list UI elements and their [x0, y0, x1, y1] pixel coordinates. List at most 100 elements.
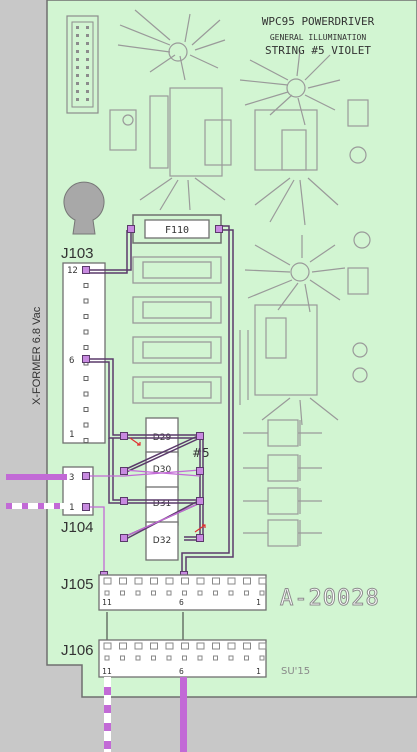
header-pin: [86, 74, 89, 77]
connector-pin: [120, 590, 125, 596]
solder-pad: [82, 472, 90, 480]
connector-pin: [197, 590, 203, 596]
j103-label: J103: [61, 245, 94, 262]
solder-pad: [215, 225, 223, 233]
fuse-label: F110: [165, 225, 189, 236]
j106-pins: [103, 642, 267, 661]
heatsink-top: [109, 9, 232, 211]
connector-tooth: [181, 577, 189, 585]
connector-tooth: [258, 642, 267, 650]
header-pin: [76, 42, 79, 45]
transformer-label: X-FORMER 6.8 Vac: [31, 306, 43, 405]
solder-pad: [120, 497, 128, 505]
header-pin: [86, 50, 89, 53]
j105-pins: [103, 577, 267, 596]
j106-label: J106: [61, 642, 94, 659]
header-pin: [86, 82, 89, 85]
connector-pin: [166, 590, 172, 596]
header-pin: [86, 34, 89, 37]
header-pin: [86, 66, 89, 69]
solder-pad: [120, 467, 128, 475]
j103-pin: [83, 422, 89, 428]
connector-tooth: [119, 642, 127, 650]
regulators-right: [243, 419, 322, 547]
connector-pin: [151, 590, 156, 596]
title-line-1: WPC95 POWERDRIVER: [262, 15, 375, 28]
j103-pin: [83, 376, 89, 381]
board-outline: [46, 0, 417, 698]
j104-wire-white-violet: [6, 503, 67, 509]
solder-pad: [120, 432, 128, 440]
header-connector: [66, 15, 99, 114]
solder-pad: [196, 467, 204, 475]
connector-pin: [151, 655, 156, 661]
header-pin: [76, 74, 79, 77]
connector-pin: [259, 590, 265, 596]
connector-pin: [259, 655, 265, 661]
connector-tooth: [196, 642, 205, 650]
connector-tooth: [134, 642, 143, 650]
connector-tooth: [165, 577, 174, 585]
diode-d31: D31: [153, 499, 171, 509]
connector-pin: [213, 590, 218, 596]
connector-pin: [135, 590, 141, 596]
diode-d30: D30: [153, 465, 172, 475]
connector-pin: [197, 655, 203, 661]
heatsink-right-mid: [239, 235, 369, 426]
connector-pin: [244, 655, 249, 661]
connector-pin: [182, 590, 187, 596]
connector-tooth: [181, 642, 189, 650]
j104-pin-3: 3: [69, 473, 74, 483]
j103-pin-1: 1: [69, 430, 74, 440]
j103-pin-12: 12: [67, 266, 78, 276]
j103-pin: [83, 345, 89, 350]
connector-tooth: [103, 577, 112, 585]
header-pin: [86, 42, 89, 45]
header-pin: [86, 98, 89, 101]
connector-tooth: [212, 577, 220, 585]
diode-bridge: [145, 417, 179, 561]
j103-pin-6: 6: [69, 356, 74, 366]
solder-pad: [196, 432, 204, 440]
j103-pin: [83, 438, 89, 443]
diode-d32: D32: [153, 536, 171, 546]
connector-tooth: [227, 577, 236, 585]
solder-pad: [82, 266, 90, 274]
connector-pin: [120, 655, 125, 661]
header-pin: [76, 34, 79, 37]
connector-tooth: [258, 577, 267, 585]
header-pin: [76, 82, 79, 85]
connector-tooth: [165, 642, 174, 650]
connector-tooth: [212, 642, 220, 650]
header-pin: [86, 26, 89, 29]
keyhole-mount: [63, 181, 105, 235]
heatsink-right-top: [239, 49, 371, 249]
connector-tooth: [196, 577, 205, 585]
j105-pin-6: 6: [179, 598, 184, 607]
header-pin: [76, 98, 79, 101]
connector-tooth: [119, 577, 127, 585]
bridge-label: #5: [192, 446, 210, 460]
signature: SU'15: [281, 666, 310, 677]
j106-pin-1: 1: [256, 667, 261, 676]
connector-tooth: [150, 642, 158, 650]
j104-wire-violet: [6, 474, 67, 480]
j105-pin-11: 11: [102, 598, 112, 607]
j103-pin: [83, 314, 89, 319]
connector-pin: [228, 655, 234, 661]
header-pin: [76, 58, 79, 61]
board-number: A-20028: [280, 586, 380, 611]
connector-pin: [166, 655, 172, 661]
connector-tooth: [134, 577, 143, 585]
connector-pin: [213, 655, 218, 661]
solder-pad: [127, 225, 135, 233]
solder-pad: [82, 503, 90, 511]
connector-tooth: [227, 642, 236, 650]
violet-traces: [86, 469, 201, 575]
header-pin: [76, 90, 79, 93]
j104-pin-1: 1: [69, 503, 74, 513]
j103-pin: [83, 283, 89, 288]
connector-tooth: [243, 642, 251, 650]
